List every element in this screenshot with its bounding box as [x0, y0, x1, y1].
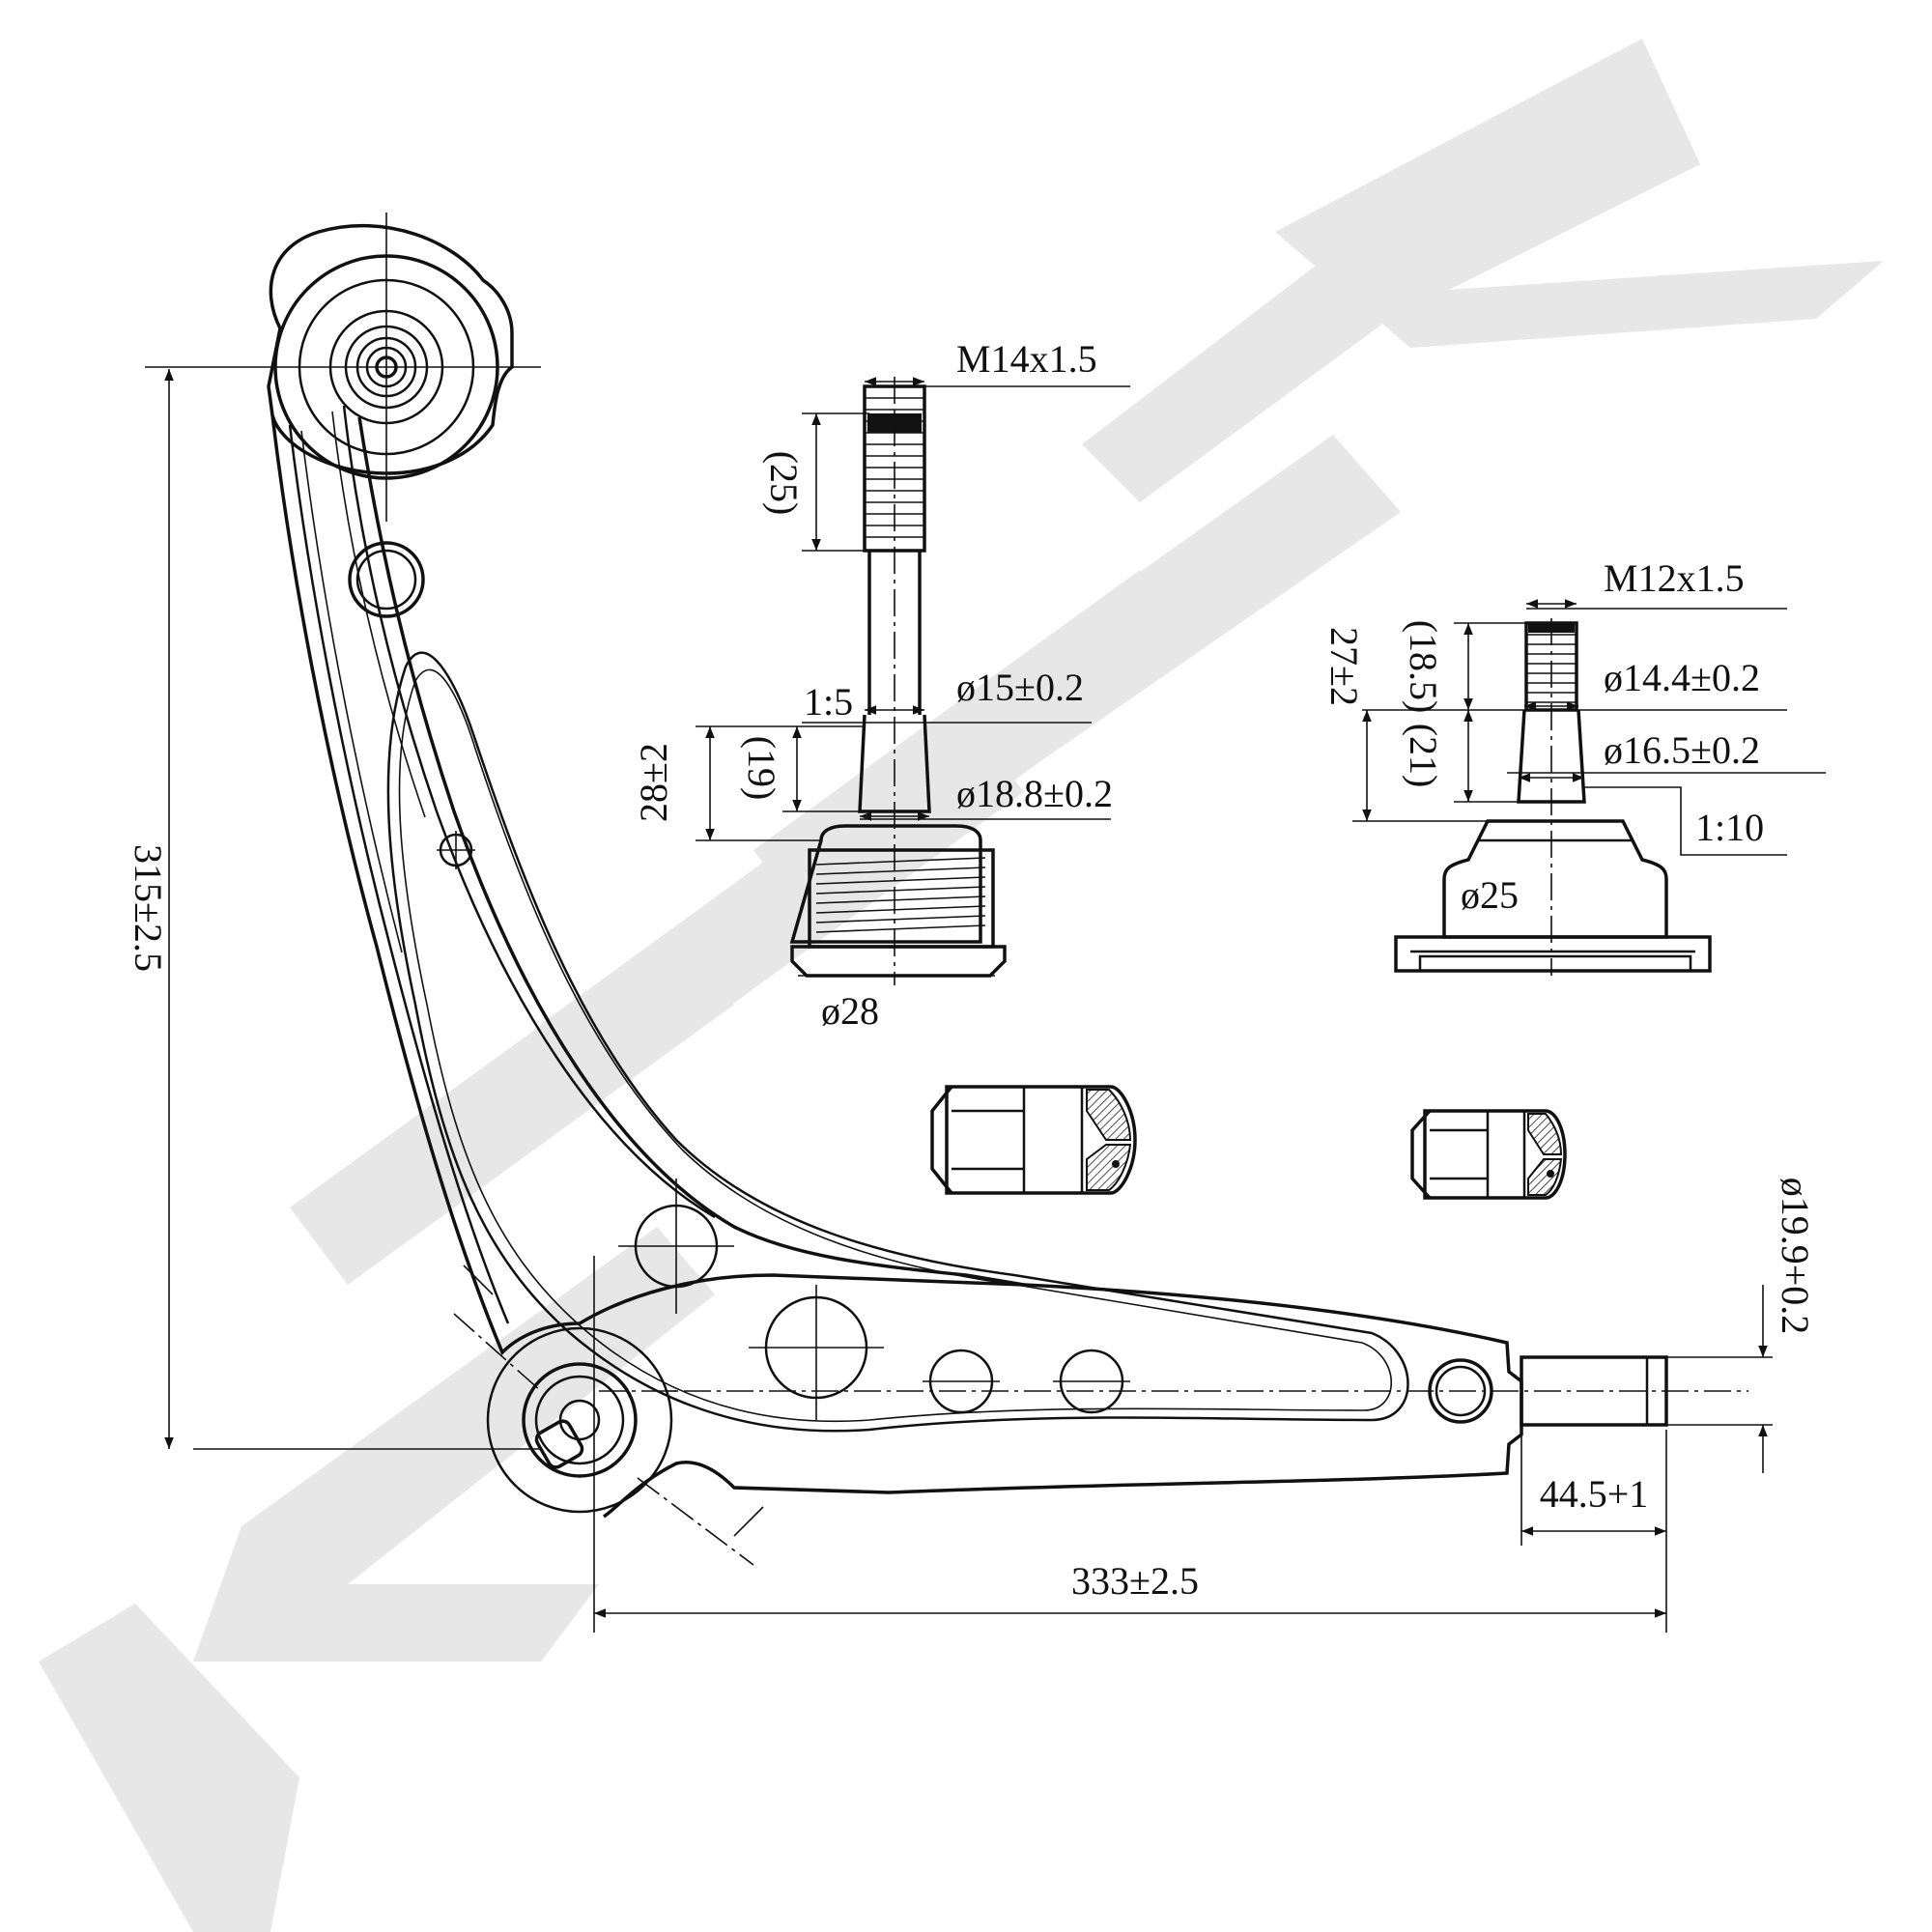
control-arm-body — [270, 405, 1523, 1519]
dim-shaft-length-label: 44.5+1 — [1540, 1472, 1649, 1516]
large-stud-thread-len-label: (25) — [762, 451, 806, 516]
dim-height: 315±2.5 — [127, 369, 174, 1449]
small-stud-thread-len-label: (18.5) — [1402, 620, 1445, 714]
small-stud-taper-label: 1:10 — [1695, 806, 1764, 849]
small-stud-dims: M12x1.5 ø14.4±0.2 ø16.5±0.2 1:10 (18.5) … — [1322, 556, 1826, 917]
locator-mark — [437, 831, 475, 869]
lower-ball-joint-eye — [193, 1256, 673, 1633]
small-ball-stud — [1394, 618, 1712, 976]
dim-shaft-dia-label: ø19.9+0.2 — [1774, 1178, 1817, 1335]
large-stud-taper-label: 1:5 — [804, 680, 853, 724]
small-stud-height-label: 27±2 — [1322, 627, 1366, 706]
arm-holes-lower — [618, 1179, 1493, 1424]
small-housing-dia-label: ø25 — [1461, 873, 1519, 917]
upper-bushing-eye — [145, 213, 541, 522]
large-stud-height-label: 28±2 — [632, 743, 675, 822]
dim-length: 333±2.5 — [594, 1430, 1667, 1633]
bushing-shaft — [599, 1355, 1748, 1427]
dim-shaft-dia: ø19.9+0.2 — [1666, 1178, 1817, 1473]
small-stud-dia-large-label: ø16.5±0.2 — [1604, 728, 1760, 772]
angle-reference-lines — [453, 1264, 764, 1566]
dim-length-label: 333±2.5 — [1071, 1559, 1199, 1603]
nut-large — [930, 1085, 1137, 1195]
arm-hole-upper — [348, 541, 425, 618]
small-stud-thread-label: M12x1.5 — [1604, 556, 1745, 600]
nut-small — [1410, 1109, 1567, 1200]
large-stud-cone-len-label: (19) — [740, 736, 783, 801]
large-stud-thread-label: M14x1.5 — [956, 337, 1097, 381]
large-stud-dia-large-label: ø18.8±0.2 — [956, 772, 1113, 815]
large-stud-dia-small-label: ø15±0.2 — [956, 666, 1084, 709]
large-ball-stud — [789, 377, 1007, 985]
watermark-logo — [39, 39, 1884, 1932]
small-stud-cone-len-label: (21) — [1402, 724, 1445, 788]
large-stud-dims: M14x1.5 (25) 1:5 ø15±0.2 ø18.8±0.2 (19) … — [632, 337, 1130, 1033]
large-housing-dia-label: ø28 — [821, 989, 879, 1033]
dim-shaft-length: 44.5+1 — [1520, 1435, 1666, 1546]
small-stud-dia-small-label: ø14.4±0.2 — [1604, 656, 1760, 699]
dim-height-label: 315±2.5 — [127, 844, 170, 972]
